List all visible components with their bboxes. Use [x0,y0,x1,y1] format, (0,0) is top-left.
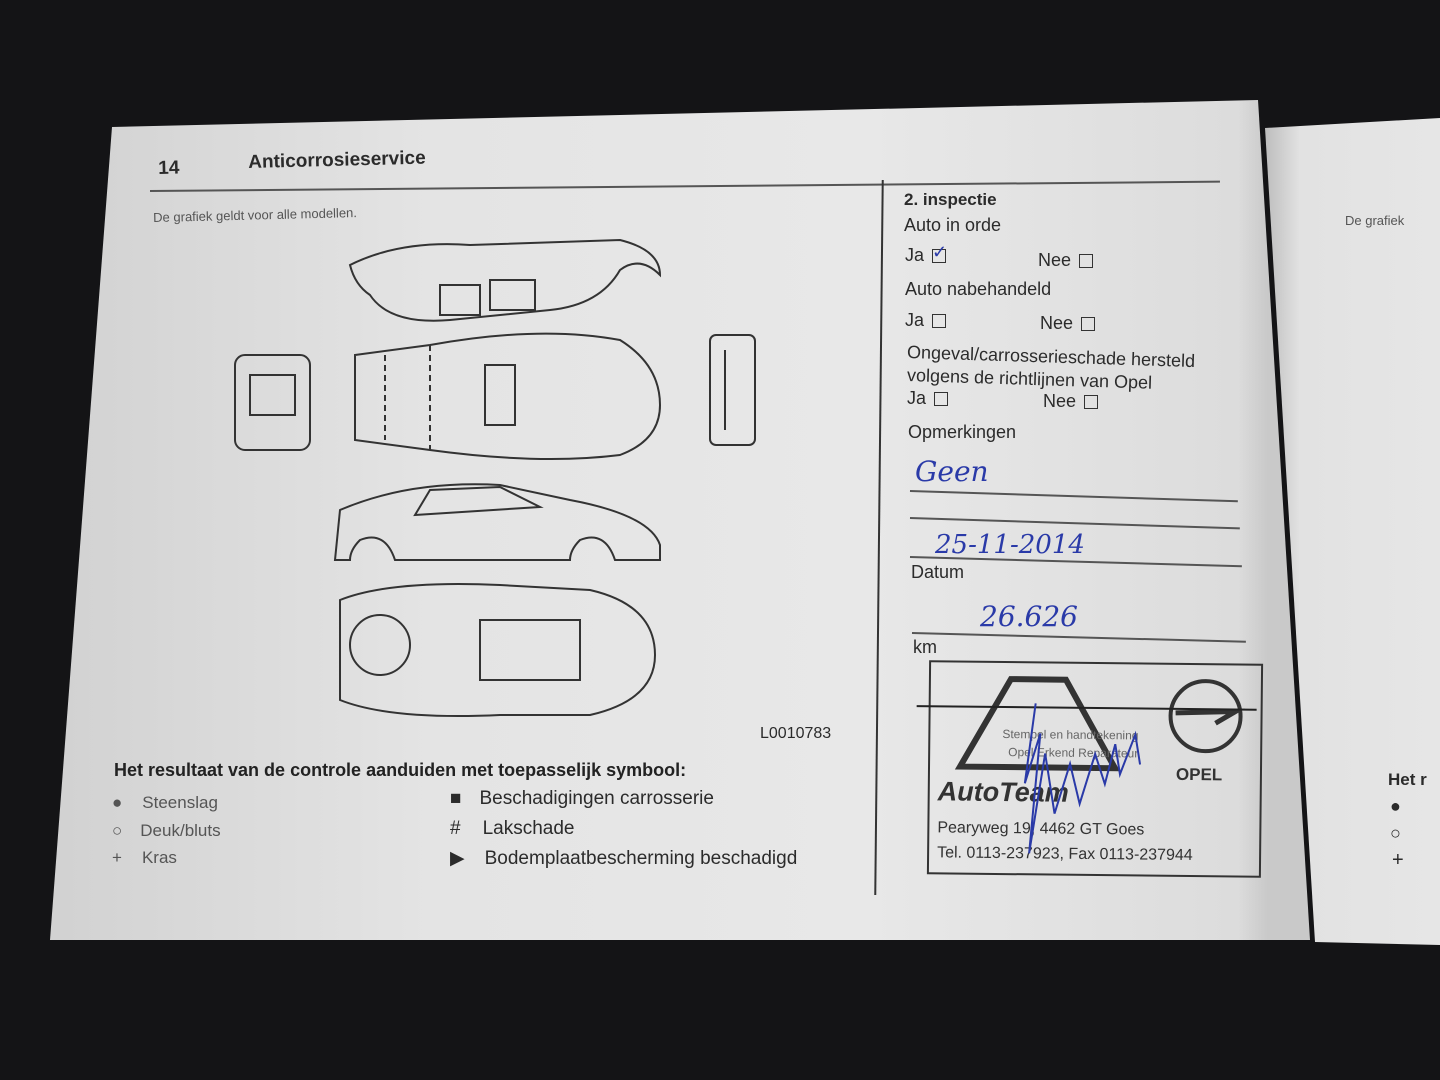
legend-label: Steenslag [142,793,218,812]
date-label: Datum [911,562,965,582]
legend-label: Lakschade [482,818,575,839]
q1-no-checkbox[interactable] [1079,254,1094,269]
car-front-view [234,354,311,451]
q2-yes-checkbox[interactable] [932,314,947,329]
autoteam-logo-icon [954,676,1246,772]
remarks-value[interactable]: Geen [915,455,989,488]
legend-symbol: ● [112,793,123,812]
legend-label: Deuk/bluts [140,821,221,840]
q1-label: Auto in orde [904,215,1002,235]
right-legend-title: Het r [1388,770,1427,789]
q2-yes-label: Ja [905,310,925,330]
legend-title: Het resultaat van de controle aanduiden … [114,760,687,780]
q2-no-checkbox[interactable] [1081,317,1096,332]
q3-no-checkbox[interactable] [1084,395,1099,410]
q2-no-label: Nee [1040,313,1074,333]
car-side-view [333,483,661,561]
right-symbol: ○ [1390,823,1401,843]
legend-label: Bodemplaatbescherming beschadigd [484,848,798,869]
km-label: km [913,637,937,657]
car-rear-view [709,334,756,446]
right-subtitle: De grafiek [1345,213,1405,228]
inspection-title: 2. inspectie [904,190,997,209]
legend-label: Kras [141,848,177,867]
car-top-view [354,332,662,460]
remarks-label: Opmerkingen [908,422,1017,442]
legend-symbol: ■ [450,788,462,809]
car-diagram [234,238,756,717]
page-number: 14 [158,157,180,179]
km-value[interactable]: 26.626 [980,600,1078,633]
figure-code: L0010783 [760,725,832,742]
date-value[interactable]: 25-11-2014 [935,530,1085,560]
q2-label: Auto nabehandeld [905,279,1052,299]
signature [1023,703,1142,854]
car-roof-view [348,238,662,322]
dealer-stamp: Stempel en handtekening Opel Erkend Repa… [916,660,1264,878]
q3-yes-label: Ja [907,388,927,408]
q1-yes-label: Ja [905,245,925,265]
legend-symbol: # [450,818,461,839]
q3-yes-checkbox[interactable] [934,392,949,407]
right-symbol: + [1392,849,1404,871]
car-underbody-view [339,583,657,717]
legend-symbol: ▶ [450,848,465,869]
page-title: Anticorrosieservice [248,147,426,173]
legend-symbol: ○ [112,821,123,840]
legend-symbol: + [112,848,122,867]
q1-yes-checkbox[interactable]: ✓ [932,242,948,264]
right-symbol: ● [1390,796,1401,816]
legend-label: Beschadigingen carrosserie [479,788,714,809]
opel-brand: OPEL [1175,764,1223,785]
q3-no-label: Nee [1043,391,1077,411]
q1-no-label: Nee [1038,250,1072,270]
